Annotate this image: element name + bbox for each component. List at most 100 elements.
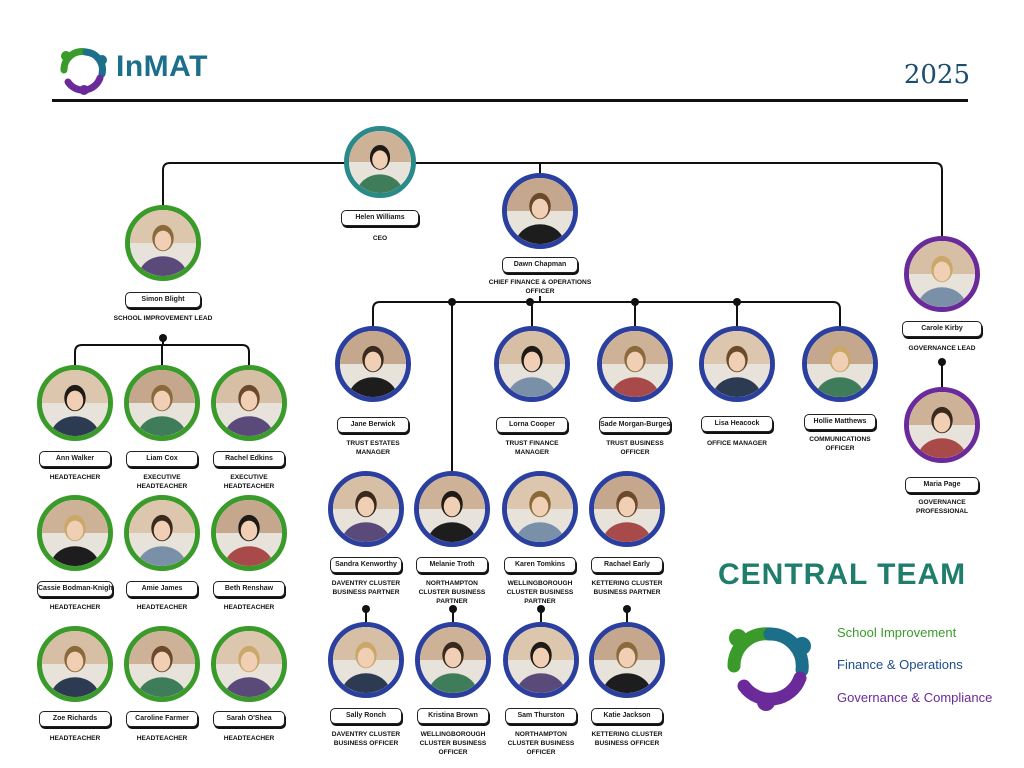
person-role: HEADTEACHER bbox=[136, 735, 188, 742]
person-name: Sally Ronch bbox=[330, 708, 402, 724]
person-name: Maria Page bbox=[905, 477, 979, 493]
person-name: Liam Cox bbox=[126, 451, 198, 467]
person-role: GOVERNANCE PROFESSIONAL bbox=[915, 499, 969, 515]
central-team-logo bbox=[720, 620, 820, 712]
avatar bbox=[503, 622, 579, 698]
avatar bbox=[124, 626, 200, 702]
person-role: NORTHAMPTON CLUSTER BUSINESS OFFICER bbox=[507, 731, 575, 756]
avatar bbox=[125, 205, 201, 281]
person-name: Sandra Kenworthy bbox=[330, 557, 402, 573]
person-name: Simon Blight bbox=[125, 292, 201, 308]
legend-finance-operations: Finance & Operations bbox=[837, 657, 963, 672]
person-role: SCHOOL IMPROVEMENT LEAD bbox=[113, 315, 213, 322]
person-name: Sam Thurston bbox=[505, 708, 577, 724]
person-name: Cassie Bodman-Knight bbox=[37, 581, 113, 597]
person-role: CEO bbox=[372, 235, 388, 242]
officer-node-2 bbox=[449, 605, 457, 613]
person-name: Hollie Matthews bbox=[804, 414, 876, 430]
central-team-logo-icon bbox=[727, 627, 811, 711]
person-role: EXECUTIVE HEADTEACHER bbox=[136, 474, 188, 490]
avatar bbox=[37, 365, 113, 441]
inmat-logo-icon bbox=[60, 48, 107, 95]
person-role: GOVERNANCE LEAD bbox=[908, 345, 976, 352]
finance-managers-connector bbox=[372, 296, 841, 326]
person-role: TRUST ESTATES MANAGER bbox=[346, 440, 400, 456]
person-name: Rachel Edkins bbox=[213, 451, 285, 467]
avatar bbox=[589, 622, 665, 698]
finance-node-4 bbox=[733, 298, 741, 306]
person-name: Katie Jackson bbox=[591, 708, 663, 724]
person-name: Zoe Richards bbox=[39, 711, 111, 727]
avatar bbox=[37, 495, 113, 571]
avatar bbox=[211, 626, 287, 702]
person-name: Caroline Farmer bbox=[126, 711, 198, 727]
person-role: WELLINGBOROUGH CLUSTER BUSINESS OFFICER bbox=[419, 731, 487, 756]
avatar bbox=[589, 471, 665, 547]
person-role: HEADTEACHER bbox=[223, 604, 275, 611]
person-role: NORTHAMPTON CLUSTER BUSINESS PARTNER bbox=[418, 580, 486, 605]
person-role: COMMUNICATIONS OFFICER bbox=[809, 436, 871, 452]
person-role: DAVENTRY CLUSTER BUSINESS PARTNER bbox=[331, 580, 401, 596]
person-name: Amie James bbox=[126, 581, 198, 597]
governance-node bbox=[938, 358, 946, 366]
avatar bbox=[494, 326, 570, 402]
header-divider bbox=[52, 99, 968, 102]
person-role: TRUST BUSINESS OFFICER bbox=[606, 440, 664, 456]
person-role: HEADTEACHER bbox=[49, 735, 101, 742]
inmat-logo: InMAT bbox=[56, 44, 216, 96]
avatar bbox=[597, 326, 673, 402]
avatar bbox=[328, 471, 404, 547]
officer-node-4 bbox=[623, 605, 631, 613]
person-role: HEADTEACHER bbox=[49, 474, 101, 481]
person-role: WELLINGBOROUGH CLUSTER BUSINESS PARTNER bbox=[506, 580, 574, 605]
avatar bbox=[904, 387, 980, 463]
person-name: Dawn Chapman bbox=[502, 257, 578, 273]
avatar bbox=[904, 236, 980, 312]
person-role: KETTERING CLUSTER BUSINESS OFFICER bbox=[591, 731, 663, 747]
officer-node-3 bbox=[537, 605, 545, 613]
avatar bbox=[502, 173, 578, 249]
person-role: HEADTEACHER bbox=[49, 604, 101, 611]
person-name: Jane Berwick bbox=[337, 417, 409, 433]
person-role: DAVENTRY CLUSTER BUSINESS OFFICER bbox=[331, 731, 401, 747]
person-name: Carole Kirby bbox=[902, 321, 982, 337]
chart-year: 2025 bbox=[903, 60, 970, 90]
avatar bbox=[37, 626, 113, 702]
person-name: Kristina Brown bbox=[417, 708, 489, 724]
school-improvement-node bbox=[159, 334, 167, 342]
central-team-title: CENTRAL TEAM bbox=[718, 558, 967, 591]
avatar bbox=[124, 365, 200, 441]
finance-node-2 bbox=[526, 298, 534, 306]
avatar bbox=[328, 622, 404, 698]
avatar bbox=[414, 471, 490, 547]
avatar bbox=[699, 326, 775, 402]
person-role: HEADTEACHER bbox=[136, 604, 188, 611]
ceo-top-connector bbox=[162, 162, 943, 236]
avatar bbox=[415, 622, 491, 698]
person-role: OFFICE MANAGER bbox=[706, 440, 768, 447]
person-name: Lisa Heacock bbox=[701, 416, 773, 432]
person-name: Helen Williams bbox=[341, 210, 419, 226]
person-name: Melanie Troth bbox=[416, 557, 488, 573]
avatar bbox=[335, 326, 411, 402]
legend-school-improvement: School Improvement bbox=[837, 625, 957, 640]
person-role: KETTERING CLUSTER BUSINESS PARTNER bbox=[591, 580, 663, 596]
person-name: Beth Renshaw bbox=[213, 581, 285, 597]
person-role: TRUST FINANCE MANAGER bbox=[505, 440, 559, 456]
person-role: CHIEF FINANCE & OPERATIONS OFFICER bbox=[488, 279, 592, 295]
person-name: Rachael Early bbox=[591, 557, 663, 573]
avatar bbox=[124, 495, 200, 571]
avatar bbox=[802, 326, 878, 402]
person-name: Sarah O'Shea bbox=[213, 711, 285, 727]
legend-governance-compliance: Governance & Compliance bbox=[837, 690, 993, 705]
person-name: Karen Tomkins bbox=[504, 557, 576, 573]
cluster-officers-connector bbox=[365, 609, 628, 622]
person-name: Ann Walker bbox=[39, 451, 111, 467]
school-improvement-connector bbox=[74, 338, 250, 365]
person-name: Sade Morgan-Burgess bbox=[599, 417, 671, 433]
officer-node-1 bbox=[362, 605, 370, 613]
logo-wordmark: InMAT bbox=[116, 50, 208, 83]
finance-node-3 bbox=[631, 298, 639, 306]
avatar bbox=[211, 495, 287, 571]
